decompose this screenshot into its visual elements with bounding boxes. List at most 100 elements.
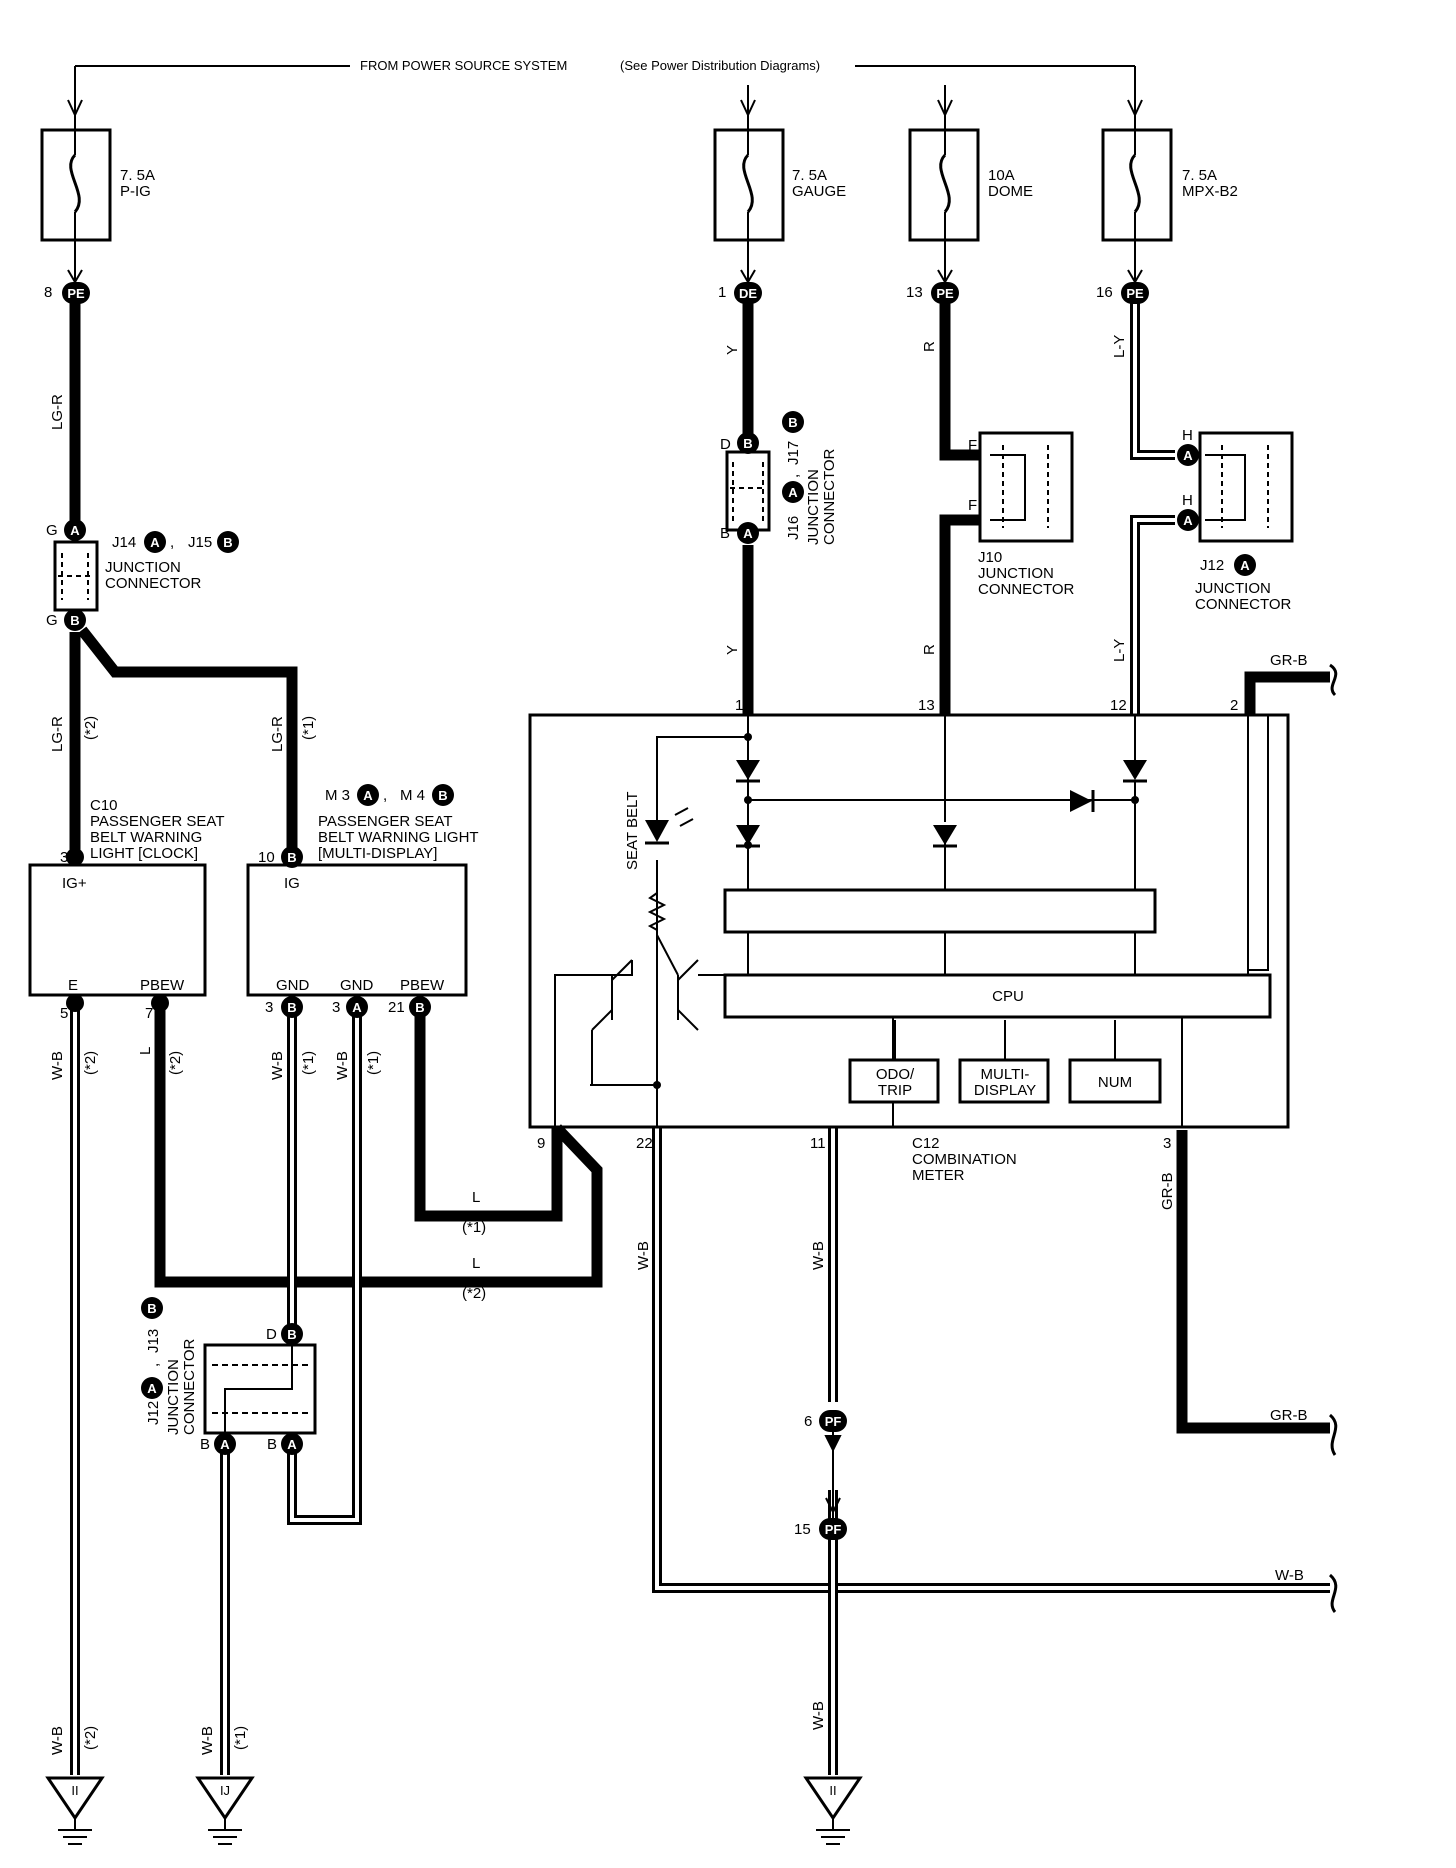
component-c10 bbox=[28, 848, 207, 1012]
svg-text:12: 12 bbox=[1110, 697, 1127, 714]
svg-text:B: B bbox=[70, 613, 79, 628]
svg-text:JUNCTION: JUNCTION bbox=[105, 559, 181, 576]
svg-text:BELT WARNING LIGHT: BELT WARNING LIGHT bbox=[318, 829, 479, 846]
svg-text:13: 13 bbox=[906, 284, 923, 301]
svg-text:J17: J17 bbox=[785, 441, 802, 465]
svg-text:E: E bbox=[68, 977, 78, 994]
power-source-label: FROM POWER SOURCE SYSTEM bbox=[360, 58, 567, 73]
wires-double bbox=[70, 303, 1330, 1775]
svg-text:3: 3 bbox=[60, 849, 68, 866]
pf15-connector: PF bbox=[819, 1518, 847, 1540]
svg-text:H: H bbox=[1182, 492, 1193, 509]
junction-j10 bbox=[978, 431, 1074, 543]
svg-text:GND: GND bbox=[276, 977, 310, 994]
svg-text:JUNCTION: JUNCTION bbox=[1195, 580, 1271, 597]
svg-text:A: A bbox=[352, 1000, 362, 1015]
power-source-line bbox=[74, 65, 1136, 115]
svg-text:PE: PE bbox=[1126, 286, 1144, 301]
svg-text:D: D bbox=[720, 436, 731, 453]
svg-text:3: 3 bbox=[1163, 1135, 1171, 1152]
svg-text:GND: GND bbox=[340, 977, 374, 994]
svg-text:W-B: W-B bbox=[1275, 1567, 1304, 1584]
fuse-pig-amp: 7. 5A bbox=[120, 167, 155, 184]
svg-text:DE: DE bbox=[739, 286, 757, 301]
svg-text:CONNECTOR: CONNECTOR bbox=[181, 1338, 198, 1435]
svg-text:IG+: IG+ bbox=[62, 875, 87, 892]
svg-text:7: 7 bbox=[145, 1005, 153, 1022]
svg-text:1: 1 bbox=[735, 697, 743, 714]
svg-text:9: 9 bbox=[537, 1135, 545, 1152]
svg-text:IG: IG bbox=[284, 875, 300, 892]
svg-text:1: 1 bbox=[718, 284, 726, 301]
svg-text:Y: Y bbox=[724, 645, 741, 655]
svg-text:13: 13 bbox=[918, 697, 935, 714]
svg-text:A: A bbox=[1183, 513, 1193, 528]
svg-text:A: A bbox=[788, 485, 798, 500]
svg-text:(*1): (*1) bbox=[300, 716, 317, 740]
svg-text:A: A bbox=[150, 535, 160, 550]
svg-text:R: R bbox=[921, 341, 938, 352]
svg-text:3: 3 bbox=[265, 999, 273, 1016]
svg-text:(*1): (*1) bbox=[365, 1051, 382, 1075]
fuse-gauge-name: GAUGE bbox=[792, 183, 846, 200]
svg-text:A: A bbox=[1183, 448, 1193, 463]
svg-text:IJ: IJ bbox=[220, 1783, 230, 1798]
svg-text:B: B bbox=[223, 535, 232, 550]
de1-connector: DE bbox=[734, 282, 762, 304]
power-source-note: (See Power Distribution Diagrams) bbox=[620, 58, 820, 73]
svg-text:B: B bbox=[287, 1000, 296, 1015]
svg-text:C10: C10 bbox=[90, 797, 118, 814]
svg-text:10: 10 bbox=[258, 849, 275, 866]
wires-thick bbox=[69, 303, 1330, 1434]
svg-text:CONNECTOR: CONNECTOR bbox=[821, 448, 838, 545]
svg-text:B: B bbox=[287, 850, 296, 865]
svg-text:CPU: CPU bbox=[992, 988, 1024, 1005]
svg-text:15: 15 bbox=[794, 1521, 811, 1538]
svg-text:L: L bbox=[472, 1255, 480, 1272]
svg-text:M 4: M 4 bbox=[400, 787, 425, 804]
svg-text:G: G bbox=[46, 612, 58, 629]
svg-text:,: , bbox=[170, 534, 174, 551]
ground-ii-left bbox=[45, 1776, 105, 1845]
ground-ij bbox=[195, 1776, 255, 1845]
svg-text:Y: Y bbox=[724, 345, 741, 355]
fuse-mpx bbox=[1101, 115, 1173, 290]
fuse-pig-name: P-IG bbox=[120, 183, 151, 200]
svg-text:B: B bbox=[200, 1436, 210, 1453]
svg-text:PF: PF bbox=[825, 1414, 842, 1429]
svg-text:R: R bbox=[921, 644, 938, 655]
svg-text:L-Y: L-Y bbox=[1111, 335, 1128, 358]
wire-breaks bbox=[1328, 663, 1338, 1613]
fuse-mpx-name: MPX-B2 bbox=[1182, 183, 1238, 200]
junction-j12-top: A A bbox=[1177, 431, 1294, 543]
svg-text:PBEW: PBEW bbox=[140, 977, 185, 994]
svg-text:22: 22 bbox=[636, 1135, 653, 1152]
svg-text:2: 2 bbox=[1230, 697, 1238, 714]
svg-text:B: B bbox=[287, 1327, 296, 1342]
svg-text:M 3: M 3 bbox=[325, 787, 350, 804]
svg-text:BELT WARNING: BELT WARNING bbox=[90, 829, 202, 846]
svg-text:J16: J16 bbox=[785, 516, 802, 540]
svg-text:(*2): (*2) bbox=[167, 1051, 184, 1075]
svg-text:8: 8 bbox=[44, 284, 52, 301]
pf-link bbox=[824, 1432, 842, 1518]
svg-text:DISPLAY: DISPLAY bbox=[974, 1082, 1036, 1099]
svg-text:11: 11 bbox=[810, 1135, 826, 1152]
svg-text:II: II bbox=[829, 1783, 836, 1798]
svg-text:A: A bbox=[147, 1381, 157, 1396]
pe8-connector: PE bbox=[62, 282, 90, 304]
svg-text:3: 3 bbox=[332, 999, 340, 1016]
fuse-gauge bbox=[713, 115, 785, 290]
fuse-dome bbox=[908, 115, 980, 290]
svg-text:A: A bbox=[743, 526, 753, 541]
svg-text:JUNCTION: JUNCTION bbox=[165, 1359, 182, 1435]
fuse-pig bbox=[40, 115, 112, 290]
svg-text:W-B: W-B bbox=[49, 1726, 66, 1755]
svg-text:A: A bbox=[1240, 558, 1250, 573]
svg-text:B: B bbox=[720, 525, 730, 542]
svg-text:W-B: W-B bbox=[269, 1051, 286, 1080]
svg-text:F: F bbox=[968, 437, 977, 454]
svg-text:(*1): (*1) bbox=[462, 1219, 486, 1236]
junction-j12-j13: B A A bbox=[203, 1323, 317, 1455]
svg-text:(*1): (*1) bbox=[300, 1051, 317, 1075]
